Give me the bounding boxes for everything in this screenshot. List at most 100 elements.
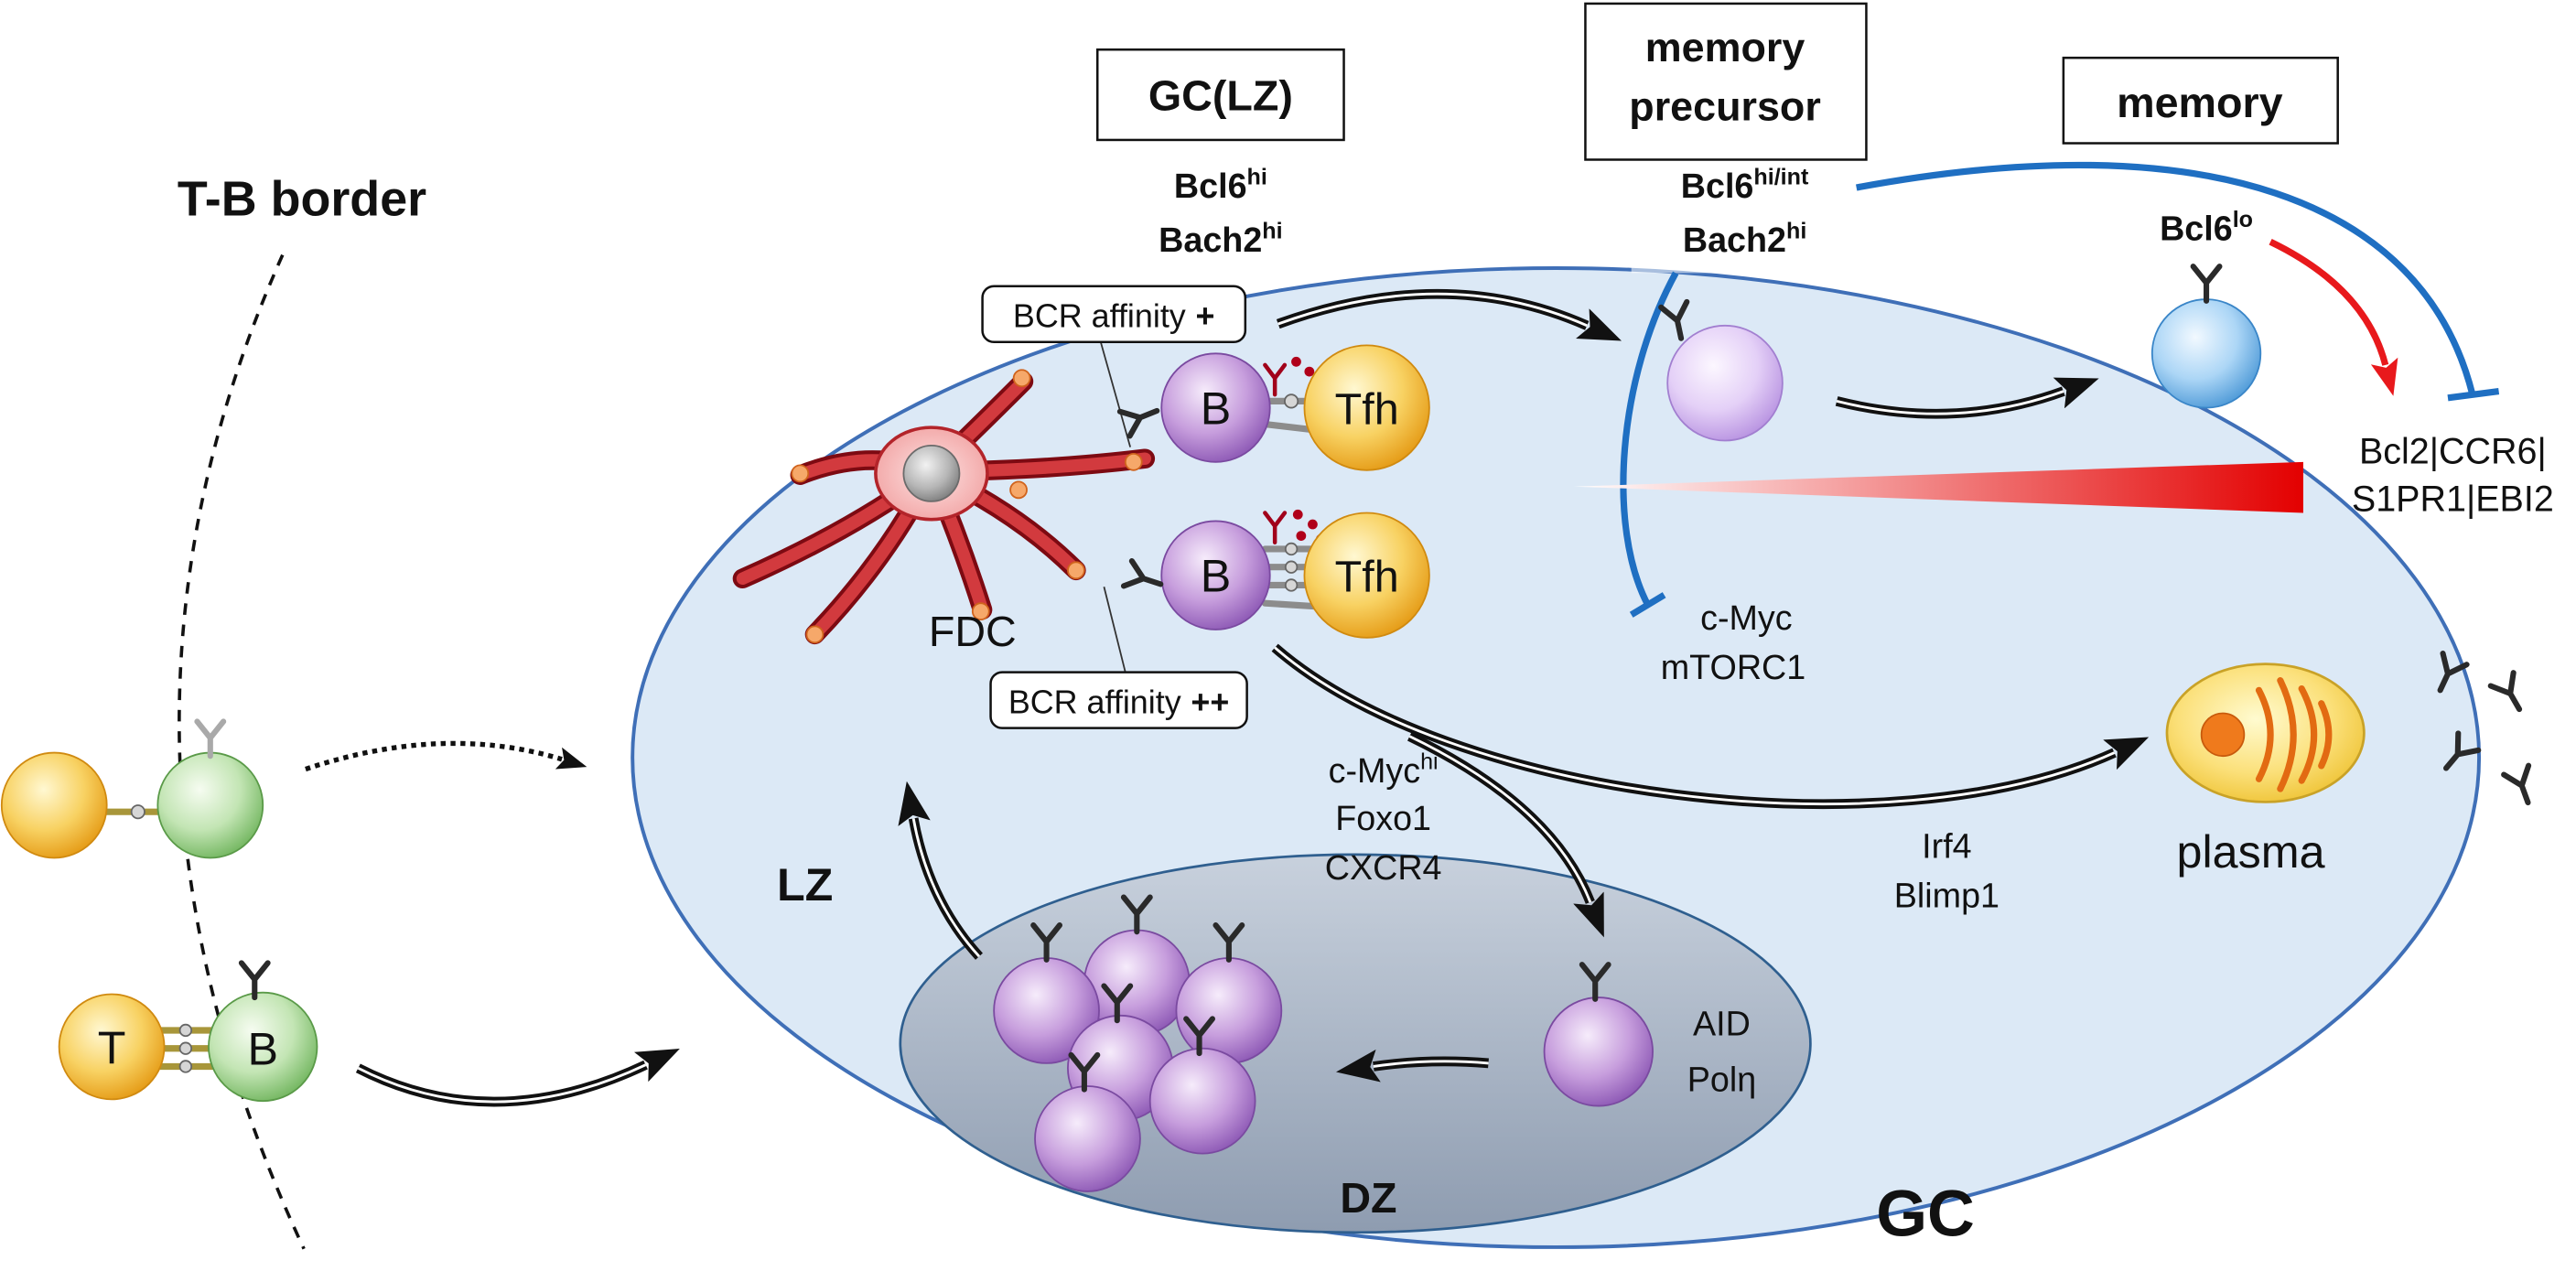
- dz-factor-cxcr4: CXCR4: [1325, 848, 1442, 887]
- memory-bcl6-base: Bcl6: [2160, 209, 2233, 247]
- activation-arrow: [2269, 239, 2398, 396]
- fdc-cell: [732, 369, 1156, 645]
- bach2-inhibition-bar: [1629, 592, 1666, 618]
- precursor-bach2-label: Bach2hi: [1683, 219, 1806, 259]
- antibody-icon: [2504, 766, 2540, 807]
- dz-b-cell: [1175, 957, 1283, 1064]
- memory-precursor-stage-label-1: memory: [1645, 24, 1805, 70]
- dz-factor-cmyc: c-Mychi: [1329, 749, 1439, 790]
- er-arc: [2318, 700, 2333, 770]
- memory-stage-box: [2062, 56, 2339, 145]
- t-cell-yellow: [0, 751, 108, 859]
- bcr-affinity-low-text: BCR affinity: [1013, 298, 1186, 335]
- gc-lz-bach2-base: Bach2: [1159, 221, 1262, 259]
- dz-b-cell: [1034, 1085, 1141, 1192]
- peptide-dot: [1304, 366, 1315, 377]
- contact-knob: [1284, 578, 1299, 592]
- contact-knob: [178, 1041, 193, 1055]
- gc-b-cell: [1160, 352, 1271, 463]
- gc-lz-stage-box: [1095, 48, 1345, 142]
- tb-border-line: [178, 253, 306, 1250]
- peptide-dot: [1308, 519, 1318, 530]
- bcr-affinity-low-box: [981, 285, 1247, 344]
- gc-lz-bcl6-sup: hi: [1247, 164, 1267, 189]
- gc-lz-marker-highlight: [1110, 203, 1331, 274]
- contact-knob: [178, 1023, 193, 1038]
- lz-label: LZ: [777, 859, 833, 910]
- gc-lz-bcl6-label: Bcl6hi: [1174, 164, 1267, 204]
- to-plasma-arrow-inner: [1274, 646, 2116, 806]
- tb-border-label: T-B border: [178, 172, 426, 227]
- target-genes-line2: S1PR1|EBI2: [2352, 479, 2554, 520]
- gc-b-cell-label: B: [1201, 383, 1232, 435]
- antigen-dot: [971, 602, 990, 621]
- b-cell: [208, 991, 318, 1103]
- bcr-affinity-low-label: BCR affinity+: [1013, 298, 1215, 335]
- mhc-peptide-icon: [1263, 362, 1288, 397]
- t-cell-label: T: [98, 1022, 126, 1073]
- dz-proliferating-cluster: [993, 898, 1283, 1192]
- gc-lz-bach2-sup: hi: [1262, 219, 1282, 244]
- bcr-low-connector: [1099, 341, 1132, 447]
- dz-factor-cmyc-sup: hi: [1420, 749, 1439, 775]
- precursor-bach2-base: Bach2: [1683, 221, 1786, 259]
- bcr-affinity-high-box: [989, 671, 1248, 729]
- bcr-affinity-high-mark: ++: [1191, 684, 1229, 720]
- dz-enzyme-aid: AID: [1693, 1004, 1751, 1042]
- tfh-cell: [1303, 512, 1430, 639]
- antigen-dot: [1124, 452, 1143, 471]
- plasma-nucleus: [2200, 712, 2246, 758]
- memory-bcl6-label: Bcl6lo: [2160, 207, 2253, 247]
- gc-b-cell-label: B: [1201, 551, 1232, 602]
- dz-factor-cmyc-base: c-Myc: [1329, 751, 1420, 790]
- antigen-dot: [791, 464, 810, 483]
- b-tfh-pair-high-affinity: B Tfh: [1124, 509, 1430, 639]
- gc-lz-bcl6-base: Bcl6: [1174, 167, 1247, 205]
- memory-precursor-stage-box: [1584, 2, 1868, 161]
- fdc-label: FDC: [929, 608, 1017, 655]
- plasma-factor-blimp1: Blimp1: [1894, 876, 1999, 914]
- antigen-dot: [805, 625, 825, 644]
- b-tfh-pair-low-affinity: B Tfh: [1120, 344, 1430, 471]
- bcr-affinity-high-label: BCR affinity++: [1008, 684, 1230, 720]
- contact-knob: [178, 1060, 193, 1073]
- contact-rod: [1261, 599, 1321, 610]
- t-b-conjugate: T B: [58, 963, 318, 1103]
- target-genes-line1: Bcl2|CCR6|: [2359, 432, 2547, 472]
- antibody-icon: [2193, 266, 2220, 301]
- dotted-entry-arrow: [305, 740, 587, 772]
- to-memory-arrow-inner: [1836, 390, 2064, 415]
- precursor-bcl6-sup: hi/int: [1753, 164, 1809, 189]
- bcr-high-connector: [1103, 587, 1126, 673]
- gc-b-cell: [1160, 520, 1271, 630]
- contact-knob: [1284, 560, 1299, 574]
- to-dz-arrow-inner: [1408, 735, 1592, 903]
- dz-proliferation-arrow-inner: [1373, 1060, 1489, 1068]
- memory-bcl6-sup: lo: [2233, 207, 2253, 232]
- tfh-cell-label: Tfh: [1335, 385, 1399, 435]
- antigen-dot: [1067, 561, 1085, 580]
- er-arc: [2255, 686, 2274, 782]
- contact-knob: [1284, 542, 1299, 556]
- precursor-bach2-sup: hi: [1786, 219, 1806, 244]
- antibody-icon: [2491, 673, 2531, 716]
- contact-knob: [1284, 393, 1299, 409]
- antigen-dot: [1012, 369, 1031, 388]
- gc-lz-bach2-label: Bach2hi: [1159, 219, 1282, 259]
- b-cell-label: B: [247, 1024, 278, 1075]
- plasma-label: plasma: [2177, 826, 2325, 878]
- to-precursor-arrow-inner: [1277, 292, 1588, 328]
- b-cell-green: [156, 751, 264, 859]
- peptide-dot: [1296, 531, 1307, 541]
- er-arc: [2298, 684, 2318, 784]
- plasma-cell-body: [2165, 663, 2366, 803]
- dz-enzyme-pol: Polη: [1687, 1060, 1756, 1098]
- bach2-inhibition-line: [1620, 271, 1679, 607]
- mhc-peptide-icon: [1263, 511, 1288, 545]
- dz-to-lz-arrow-inner: [911, 818, 981, 958]
- entry-arrow-inner: [357, 1063, 647, 1104]
- memory-stage-label: memory: [2117, 79, 2283, 126]
- plasma-factor-irf4: Irf4: [1922, 826, 1971, 865]
- gc-lz-stage-label: GC(LZ): [1148, 72, 1293, 120]
